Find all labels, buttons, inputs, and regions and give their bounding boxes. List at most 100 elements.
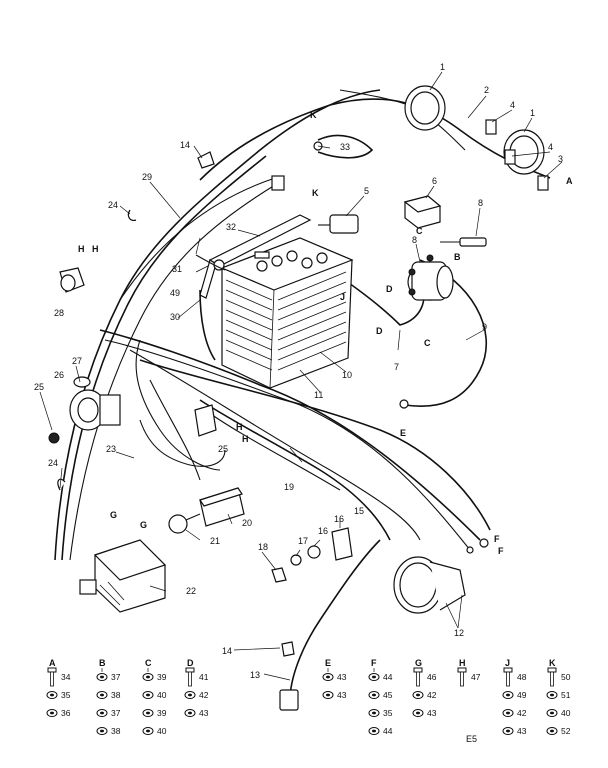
nut-hole-icon — [506, 693, 510, 697]
callout-14a: 14 — [222, 646, 232, 656]
nut-hole-icon — [550, 693, 554, 697]
callout-19: 19 — [284, 482, 294, 492]
letter-h2: H — [92, 244, 99, 254]
plug-13 — [279, 689, 299, 711]
callout-32: 32 — [226, 222, 236, 232]
letter-j: J — [340, 292, 345, 302]
callout-8: 8 — [478, 198, 483, 208]
letter-g2: G — [140, 520, 147, 530]
bolt-shank-icon — [506, 671, 510, 687]
callout-1a: 1 — [440, 62, 445, 72]
nut-hole-icon — [326, 675, 330, 679]
letter-g1: G — [110, 510, 117, 520]
letter-k1: K — [310, 110, 317, 120]
plate-code: E5 — [466, 734, 477, 744]
hardware-col-e: E — [325, 658, 331, 668]
callout-49: 49 — [170, 288, 180, 298]
nut-hole-icon — [188, 693, 192, 697]
callout-16b: 16 — [318, 526, 328, 536]
callout-5: 5 — [364, 186, 369, 196]
hardware-part-number: 45 — [383, 690, 393, 700]
letter-d2: D — [376, 326, 383, 336]
callout-22: 22 — [186, 586, 196, 596]
callout-24a: 24 — [108, 200, 118, 210]
connector-5 — [318, 214, 359, 234]
letter-e: E — [400, 428, 406, 438]
bolt-icon — [457, 667, 467, 673]
bolt-shank-icon — [188, 671, 192, 687]
nut-hole-icon — [372, 729, 376, 733]
callout-numbers: 1 2 4 1 4 3 5 6 8 8 9 10 11 7 12 13 14 1… — [34, 62, 563, 680]
bolt-shank-icon — [50, 671, 54, 687]
hardware-part-number: 52 — [561, 726, 571, 736]
callout-28: 28 — [54, 308, 64, 318]
nut-hole-icon — [372, 711, 376, 715]
bolt-icon — [185, 667, 195, 673]
letter-k2: K — [312, 188, 319, 198]
hardware-col-f: F — [371, 658, 377, 668]
callout-23: 23 — [106, 444, 116, 454]
nut-hole-icon — [100, 675, 104, 679]
bolt-icon — [547, 667, 557, 673]
hardware-col-c: C — [145, 658, 152, 668]
callout-25b: 25 — [218, 444, 228, 454]
nut-hole-icon — [100, 693, 104, 697]
hardware-part-number: 43 — [427, 708, 437, 718]
nut-hole-icon — [100, 711, 104, 715]
hardware-part-number: 40 — [157, 726, 167, 736]
hardware-part-number: 43 — [337, 672, 347, 682]
gauge-12 — [393, 556, 466, 614]
letter-h1: H — [78, 244, 85, 254]
nut-hole-icon — [50, 711, 54, 715]
callout-3: 3 — [558, 154, 563, 164]
letter-a: A — [566, 176, 573, 186]
nut-hole-icon — [146, 693, 150, 697]
callout-25a: 25 — [34, 382, 44, 392]
hardware-part-number: 39 — [157, 708, 167, 718]
callout-1b: 1 — [530, 108, 535, 118]
callout-9: 9 — [482, 322, 487, 332]
connector-28 — [59, 267, 85, 293]
callout-7: 7 — [394, 362, 399, 372]
callout-29: 29 — [142, 172, 152, 182]
nut-hole-icon — [146, 711, 150, 715]
switch-25 — [194, 404, 217, 437]
switch-20 — [199, 487, 245, 527]
hardware-part-number: 40 — [561, 708, 571, 718]
hardware-col-b: B — [99, 658, 106, 668]
letter-f2: F — [498, 546, 504, 556]
nut-hole-icon — [100, 729, 104, 733]
nut-hole-icon — [550, 711, 554, 715]
callout-26: 26 — [54, 370, 64, 380]
hardware-part-number: 38 — [111, 690, 121, 700]
callout-27: 27 — [72, 356, 82, 366]
wire-harness-19 — [199, 399, 391, 541]
switch-15 — [271, 527, 353, 583]
headlight-left — [404, 85, 446, 131]
callout-31: 31 — [172, 264, 182, 274]
callout-4b: 4 — [548, 142, 553, 152]
bolt-shank-icon — [416, 671, 420, 687]
callout-20: 20 — [242, 518, 252, 528]
nut-hole-icon — [146, 675, 150, 679]
letter-h3: H — [236, 422, 243, 432]
knob-21 — [168, 513, 201, 534]
hardware-part-number: 49 — [517, 690, 527, 700]
battery-cable-9 — [404, 259, 488, 407]
callout-10: 10 — [342, 370, 352, 380]
hardware-part-number: 42 — [517, 708, 527, 718]
callout-30: 30 — [170, 312, 180, 322]
hardware-col-d: D — [187, 658, 194, 668]
bolt-shank-icon — [460, 671, 464, 687]
hardware-col-g: G — [415, 658, 422, 668]
hardware-part-number: 44 — [383, 672, 393, 682]
letter-b: B — [454, 252, 461, 262]
nut-hole-icon — [50, 693, 54, 697]
nut-hole-icon — [372, 675, 376, 679]
nut-hole-icon — [188, 711, 192, 715]
nut-hole-icon — [550, 729, 554, 733]
battery — [220, 237, 354, 389]
callout-33: 33 — [340, 142, 350, 152]
callout-15: 15 — [354, 506, 364, 516]
